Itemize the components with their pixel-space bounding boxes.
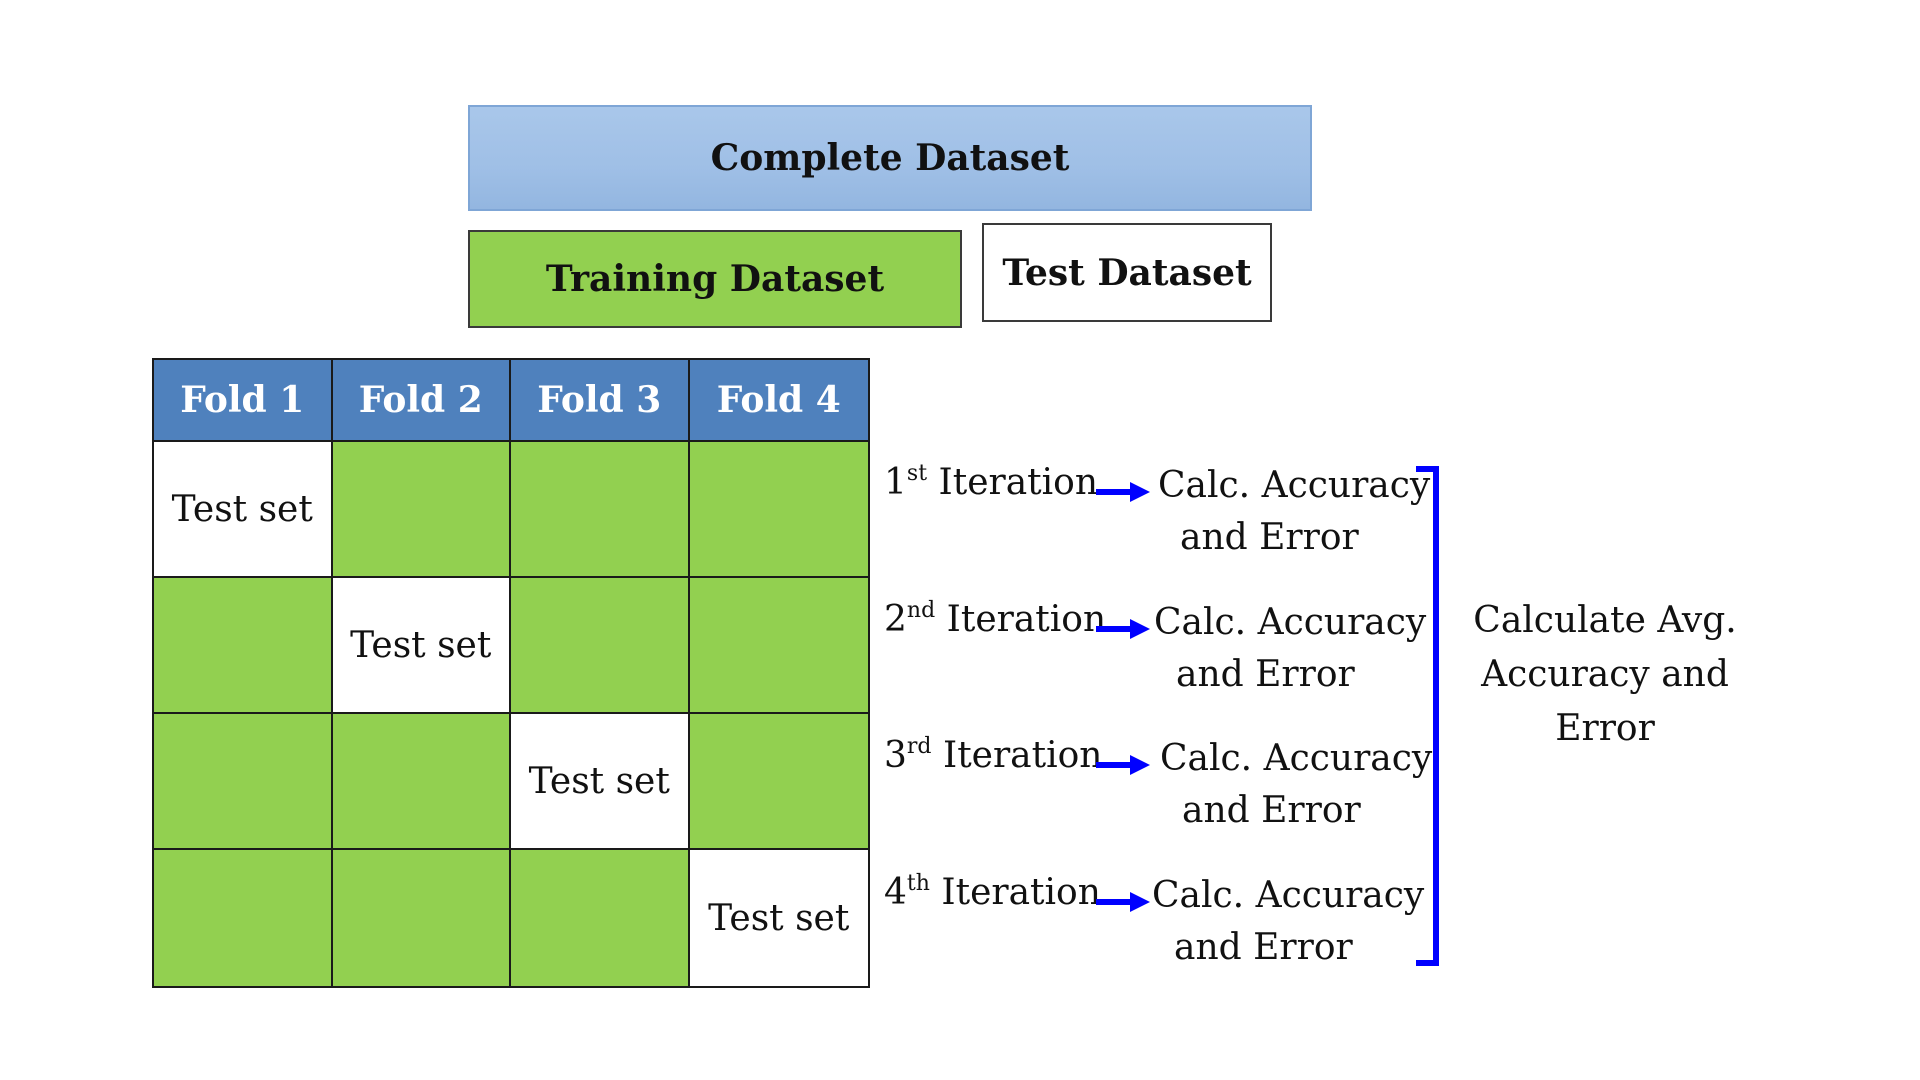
iteration-ordinal: nd [906, 598, 936, 623]
calc-line-1: Calc. Accuracy [1152, 875, 1425, 916]
calc-line-1: Calc. Accuracy [1160, 738, 1433, 779]
iteration-ordinal: rd [906, 734, 932, 759]
fold-cell-test: Test set [332, 578, 511, 714]
fold-header-4: Fold 4 [689, 360, 868, 442]
complete-dataset-label: Complete Dataset [710, 137, 1070, 179]
average-summary-label: Calculate Avg. Accuracy and Error [1440, 594, 1770, 756]
fold-cell-test: Test set [689, 850, 868, 986]
fold-cell-train [689, 442, 868, 578]
fold-header-3: Fold 3 [511, 360, 690, 442]
iteration-word: Iteration [946, 599, 1107, 640]
calc-accuracy-3: Calc. Accuracy and Error [1160, 733, 1432, 837]
iteration-ordinal: st [906, 461, 928, 486]
fold-cell-train [511, 850, 690, 986]
fold-cell-train [332, 850, 511, 986]
fold-cell-train [689, 578, 868, 714]
fold-cell-train [332, 714, 511, 850]
fold-cell-test: Test set [511, 714, 690, 850]
right-bracket-icon [1416, 466, 1439, 966]
calc-line-1: Calc. Accuracy [1154, 602, 1427, 643]
iteration-number: 4 [884, 872, 907, 913]
iteration-number: 2 [884, 599, 907, 640]
iteration-ordinal: th [906, 871, 930, 896]
iteration-3-label: 3rd Iteration [884, 735, 1102, 776]
calc-line-2: and Error [1174, 927, 1353, 968]
training-dataset-box: Training Dataset [468, 230, 962, 328]
fold-header-1: Fold 1 [154, 360, 333, 442]
iteration-word: Iteration [941, 872, 1101, 913]
test-dataset-label: Test Dataset [1002, 251, 1252, 294]
fold-cell-train [689, 714, 868, 850]
calc-accuracy-1: Calc. Accuracy and Error [1158, 460, 1430, 564]
fold-header-2: Fold 2 [332, 360, 511, 442]
calc-line-2: and Error [1182, 790, 1361, 831]
fold-cell-test: Test set [154, 442, 333, 578]
summary-line-1: Calculate Avg. [1473, 600, 1737, 641]
complete-dataset-box: Complete Dataset [468, 105, 1312, 211]
test-set-label: Test set [171, 488, 313, 530]
calc-line-2: and Error [1176, 654, 1355, 695]
iteration-word: Iteration [942, 735, 1103, 776]
fold-cell-train [511, 442, 690, 578]
iteration-number: 1 [884, 462, 907, 503]
iteration-number: 3 [884, 735, 907, 776]
fold-grid: Fold 1 Fold 2 Fold 3 Fold 4 Test set Tes… [152, 358, 870, 988]
right-arrow-icon [1096, 892, 1150, 912]
iteration-4-label: 4th Iteration [884, 872, 1101, 913]
test-set-label: Test set [528, 760, 670, 802]
fold-cell-train [511, 578, 690, 714]
iteration-1-label: 1st Iteration [884, 462, 1098, 503]
fold-cell-train [154, 850, 333, 986]
calc-line-1: Calc. Accuracy [1158, 465, 1431, 506]
test-set-label: Test set [350, 624, 492, 666]
test-set-label: Test set [708, 897, 850, 939]
iteration-2-label: 2nd Iteration [884, 599, 1106, 640]
right-arrow-icon [1096, 619, 1150, 639]
calc-line-2: and Error [1180, 517, 1359, 558]
test-dataset-box: Test Dataset [982, 223, 1272, 322]
calc-accuracy-2: Calc. Accuracy and Error [1154, 597, 1426, 701]
training-dataset-label: Training Dataset [545, 258, 885, 300]
iteration-word: Iteration [938, 462, 1099, 503]
fold-cell-train [332, 442, 511, 578]
summary-line-2: Accuracy and Error [1481, 654, 1729, 749]
fold-cell-train [154, 578, 333, 714]
fold-cell-train [154, 714, 333, 850]
calc-accuracy-4: Calc. Accuracy and Error [1152, 870, 1424, 974]
right-arrow-icon [1096, 482, 1150, 502]
right-arrow-icon [1096, 755, 1150, 775]
